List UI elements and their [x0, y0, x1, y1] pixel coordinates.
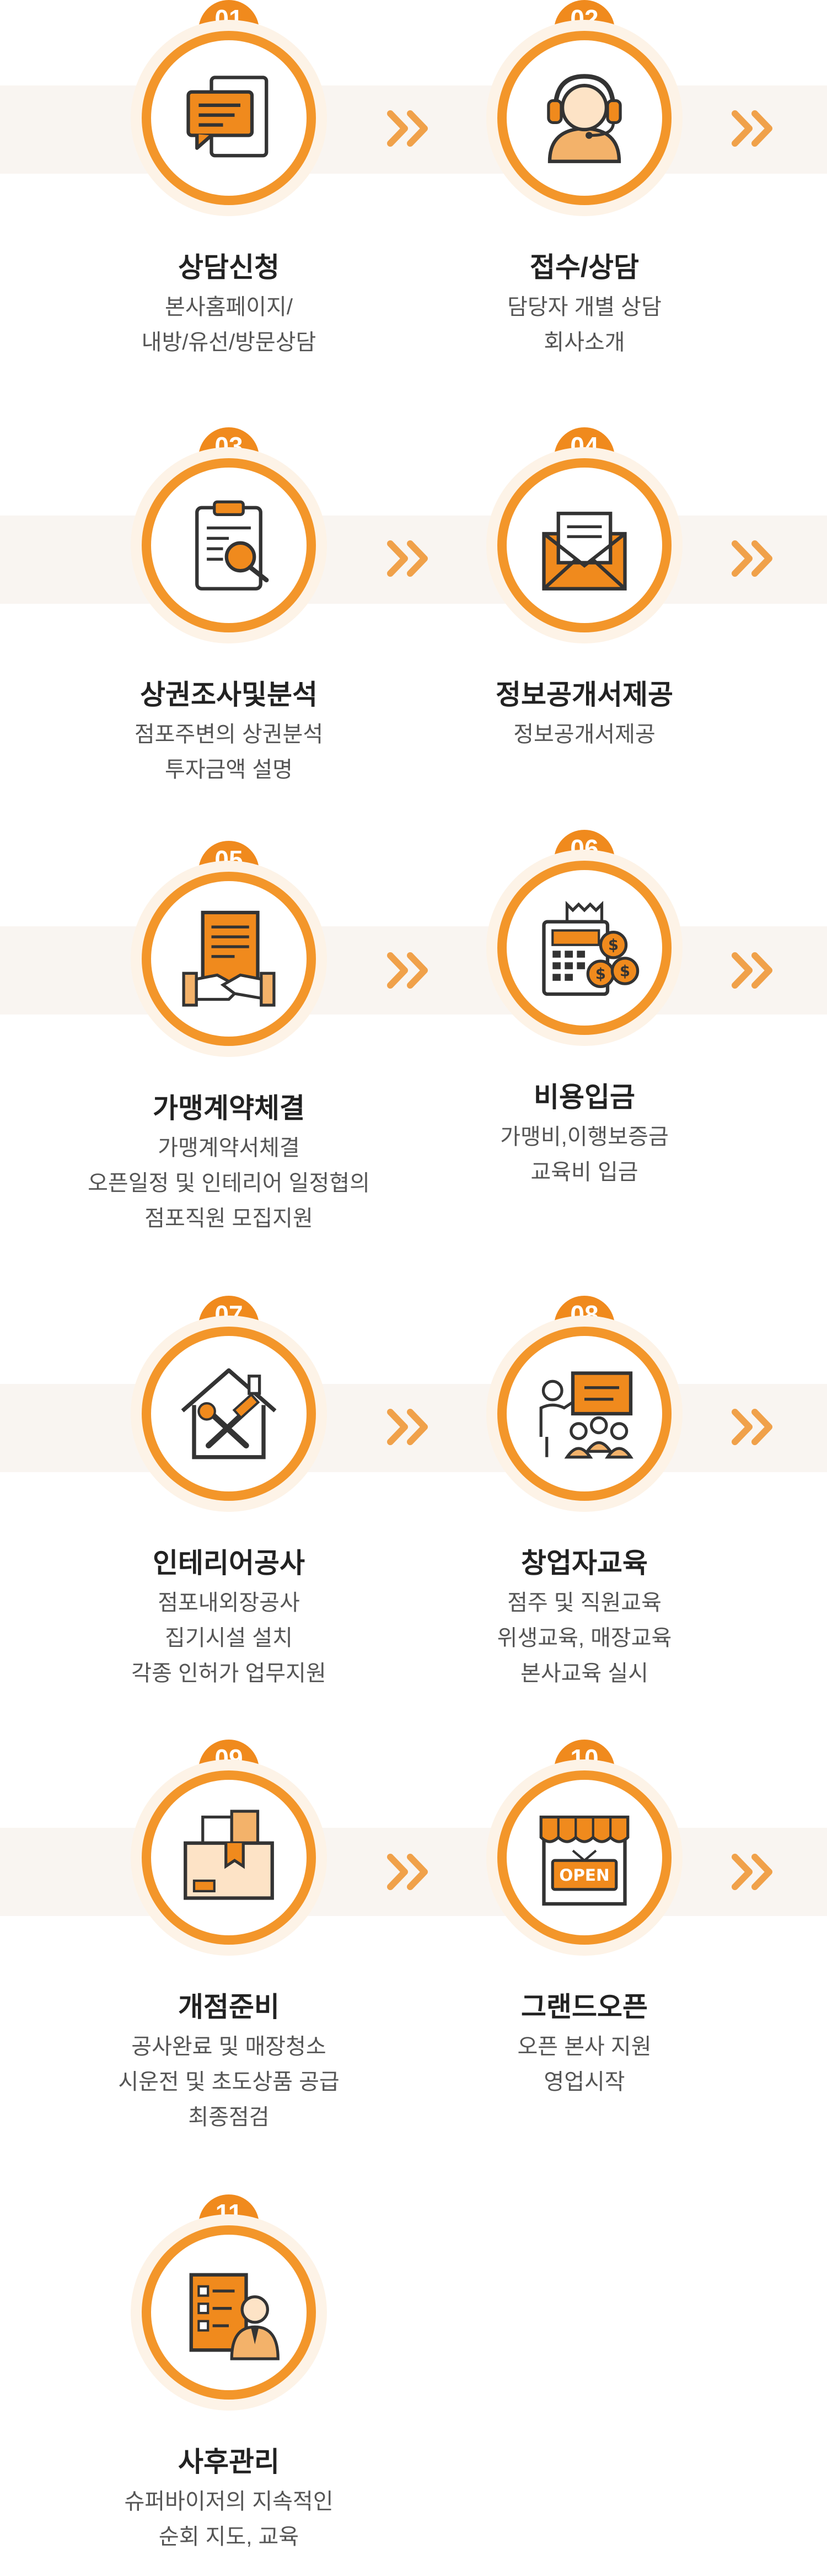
step-icon-circle — [131, 1316, 327, 1512]
chevron-right-icon — [731, 1853, 780, 1891]
svg-text:OPEN: OPEN — [559, 1866, 609, 1885]
step-description-line: 오픈일정 및 인테리어 일정협의 — [88, 1171, 370, 1195]
step-title: 상담신청 — [178, 252, 280, 283]
envelope-document-icon — [542, 512, 627, 591]
step-description-line: 가맹비,이행보증금 — [500, 1125, 669, 1149]
chevron-right-icon — [386, 951, 436, 990]
step-icon-circle — [486, 20, 683, 216]
step-title: 그랜드오픈 — [521, 1992, 648, 2022]
chevron-right-icon — [386, 539, 436, 578]
contract-handshake-icon — [182, 910, 276, 1007]
step-description-line: 오픈 본사 지원 — [517, 2035, 652, 2059]
chevron-right-icon — [386, 1853, 436, 1891]
step-icon-circle — [486, 447, 683, 643]
chevron-right-icon — [731, 1408, 780, 1446]
house-tools-icon — [181, 1368, 277, 1459]
chevron-right-icon — [731, 109, 780, 148]
step-title: 접수/상담 — [530, 252, 639, 283]
step-description-line: 회사소개 — [544, 330, 625, 355]
chevron-right-icon — [731, 539, 780, 578]
step-description-line: 담당자 개별 상담 — [507, 295, 662, 319]
chevron-right-icon — [731, 951, 780, 990]
step-title: 인테리어공사 — [153, 1548, 305, 1579]
step-icon-circle — [486, 1316, 683, 1512]
svg-text:$: $ — [608, 937, 619, 954]
chevron-right-icon — [386, 109, 436, 148]
step-title: 정보공개서제공 — [496, 679, 673, 710]
step-description-line: 본사홈페이지/ — [165, 295, 293, 319]
open-store-icon: OPEN — [539, 1815, 630, 1906]
step-description-line: 투자금액 설명 — [165, 758, 293, 782]
step-description-line: 위생교육, 매장교육 — [497, 1626, 672, 1650]
step-icon-circle — [131, 861, 327, 1057]
step-description-line: 점주 및 직원교육 — [507, 1591, 662, 1615]
step-title: 비용입금 — [534, 1082, 635, 1113]
clipboard-search-icon — [195, 500, 269, 591]
step-description-line: 시운전 및 초도상품 공급 — [118, 2070, 340, 2094]
step-description-line: 가맹계약서체결 — [158, 1136, 300, 1160]
svg-text:$: $ — [620, 963, 630, 980]
step-title: 상권조사및분석 — [140, 679, 318, 710]
step-icon-circle — [131, 2214, 327, 2411]
step-description-line: 정보공개서제공 — [513, 722, 656, 747]
step-title: 가맹계약체결 — [153, 1093, 305, 1124]
step-description-line: 각종 인허가 업무지원 — [131, 1661, 326, 1686]
step-icon-circle — [131, 1759, 327, 1956]
step-icon-circle: $ $ $ — [486, 850, 683, 1046]
boxes-icon — [184, 1810, 274, 1900]
step-description-line: 집기시설 설치 — [165, 1626, 293, 1650]
step-description-line: 최종점검 — [188, 2105, 270, 2129]
step-icon-circle — [131, 20, 327, 216]
step-description-line: 영업시작 — [544, 2070, 625, 2094]
supervisor-checklist-icon — [189, 2273, 280, 2360]
consultation-chat-icon — [186, 76, 268, 158]
step-description-line: 점포주변의 상권분석 — [134, 722, 324, 747]
headset-agent-icon — [547, 74, 622, 163]
step-title: 사후관리 — [178, 2446, 280, 2477]
calculator-money-icon: $ $ $ — [542, 900, 640, 996]
step-description-line: 공사완료 및 매장청소 — [131, 2035, 326, 2059]
svg-text:$: $ — [595, 966, 606, 983]
chevron-right-icon — [386, 1408, 436, 1446]
step-description-line: 순회 지도, 교육 — [158, 2525, 299, 2549]
teacher-students-icon — [539, 1371, 633, 1459]
step-description-line: 점포직원 모집지원 — [144, 1206, 313, 1231]
step-description-line: 내방/유선/방문상담 — [141, 330, 316, 355]
step-description-line: 점포내외장공사 — [158, 1591, 300, 1615]
step-description-line: 교육비 입금 — [530, 1160, 638, 1184]
step-title: 개점준비 — [178, 1992, 280, 2022]
step-description-line: 본사교육 실시 — [520, 1661, 648, 1686]
step-icon-circle — [131, 447, 327, 643]
step-icon-circle: OPEN — [486, 1759, 683, 1956]
step-title: 창업자교육 — [521, 1548, 648, 1579]
step-description-line: 슈퍼바이저의 지속적인 — [124, 2489, 334, 2514]
